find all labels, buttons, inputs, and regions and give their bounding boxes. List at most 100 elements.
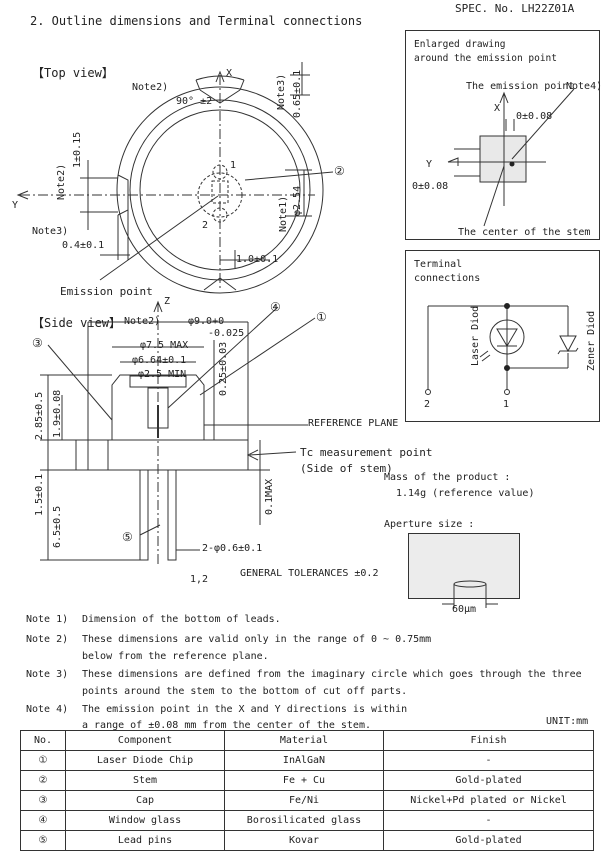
enlarged-emission-label: The emission point: [466, 81, 575, 92]
enlarged-title-2: around the emission point: [414, 53, 557, 64]
top-dim-065: 0.65±0.1: [292, 69, 303, 118]
enlarged-center-label: The center of the stem: [458, 227, 591, 238]
side-axis-z-label: Z: [164, 296, 171, 307]
side-dim-664: φ6.64±0.1: [132, 355, 187, 366]
aperture-label: Aperture size :: [384, 519, 475, 530]
lead-pin-1: [139, 469, 149, 561]
unit-label: UNIT:mm: [546, 716, 589, 727]
note-3-cont: points around the stem to the bottom of …: [82, 686, 408, 697]
top-note2-angle: Note2): [132, 82, 169, 93]
aperture-slit: [442, 580, 498, 608]
note-2-cont: below from the reference plane.: [82, 651, 269, 662]
top-axis-y-label: Y: [12, 200, 19, 211]
laser-diode-label: Laser Diod: [470, 305, 481, 366]
table-row: ④ Window glass Borosilicated glass -: [20, 810, 594, 831]
enlarged-drawing-box: Enlarged drawing around the emission poi…: [405, 30, 603, 240]
top-pin2-label: 2: [202, 220, 209, 231]
row-component: Stem: [65, 770, 225, 791]
table-row: ① Laser Diode Chip InAlGaN -: [20, 750, 594, 771]
aperture-window: [408, 533, 520, 599]
side-callout-5: ⑤: [122, 530, 133, 544]
top-note3-bottom: Note3): [32, 226, 69, 237]
aperture-dim: 60μm: [452, 604, 477, 615]
row-no: ⑤: [20, 830, 66, 851]
side-callout-4: ④: [270, 300, 281, 314]
top-note2-left: Note2): [56, 163, 67, 200]
row-material: Borosilicated glass: [224, 810, 384, 831]
top-note3-label: Note3): [276, 73, 287, 110]
row-component: Laser Diode Chip: [65, 750, 225, 771]
note-4-tag: Note 4): [26, 704, 69, 715]
row-finish: -: [383, 810, 594, 831]
top-callout-2: ②: [334, 164, 345, 178]
terminal-pin1: 1: [503, 399, 510, 410]
row-no: ④: [20, 810, 66, 831]
cap-circle: [139, 109, 301, 271]
side-callout-1: ①: [316, 310, 327, 324]
enlarged-diagram: [447, 88, 575, 227]
side-dim-15: 1.5±0.1: [34, 473, 45, 516]
side-dim-75: φ7.5 MAX: [140, 340, 189, 351]
top-angle-dim: 90° ±2: [176, 96, 213, 107]
row-material: Fe + Cu: [224, 770, 384, 791]
stem-circle: [129, 99, 311, 281]
row-finish: Gold-plated: [383, 830, 594, 851]
top-dim-254: φ2.54: [292, 185, 303, 216]
row-finish: -: [383, 750, 594, 771]
outline-drawing: [16, 62, 334, 565]
terminal-title-2: connections: [414, 273, 481, 284]
side-dim-06: 2-φ0.6±0.1: [202, 543, 263, 554]
enlarged-title-1: Enlarged drawing: [414, 39, 506, 50]
tc-point-label: Tc measurement point: [300, 446, 433, 459]
section-title: 2. Outline dimensions and Terminal conne…: [30, 14, 363, 28]
side-stem-flange: [87, 439, 249, 471]
zener-diode-label: Zener Diod: [586, 310, 597, 371]
header-material: Material: [224, 730, 384, 751]
row-material: Kovar: [224, 830, 384, 851]
table-row: ③ Cap Fe/Ni Nickel+Pd plated or Nickel: [20, 790, 594, 811]
general-tolerance: GENERAL TOLERANCES ±0.2: [240, 568, 379, 579]
enlarged-y-label: Y: [426, 159, 433, 170]
spec-number: SPEC. No. LH22Z01A: [455, 2, 575, 15]
table-header-row: No. Component Material Finish: [20, 730, 594, 751]
enlarged-note4: Note4): [566, 81, 603, 92]
top-note1: Note1): [278, 195, 289, 232]
note-3-tag: Note 3): [26, 669, 69, 680]
emission-point-label: Emission point: [60, 285, 153, 298]
enlarged-dim-y: 0±0.08: [412, 181, 449, 192]
side-note2: Note2): [124, 316, 161, 327]
side-pins-label: 1,2: [190, 574, 209, 585]
tc-point-sub: (Side of stem): [300, 462, 393, 475]
top-view-label: 【Top view】: [32, 66, 114, 80]
note-2-tag: Note 2): [26, 634, 69, 645]
side-dim-65: 6.5±0.5: [52, 505, 63, 548]
top-axis-x-label: X: [226, 68, 233, 79]
mass-value: 1.14g (reference value): [396, 488, 535, 499]
row-finish: Nickel+Pd plated or Nickel: [383, 790, 594, 811]
top-dim-10: 1.0±0.1: [236, 254, 279, 265]
enlarged-x-label: X: [494, 103, 501, 114]
note-1-text: Dimension of the bottom of leads.: [82, 614, 281, 625]
materials-table: No. Component Material Finish ① Laser Di…: [20, 730, 594, 851]
mass-label: Mass of the product :: [384, 472, 511, 483]
terminal-schematic: [425, 303, 579, 395]
row-component: Window glass: [65, 810, 225, 831]
side-dim-01max: 0.1MAX: [264, 478, 275, 515]
reference-plane-label: REFERENCE PLANE: [308, 418, 399, 429]
terminal-connections-box: Terminal connections Laser Diod Zener Di…: [405, 250, 600, 422]
side-dim-025: 0.25±0.03: [218, 341, 229, 396]
row-no: ②: [20, 770, 66, 791]
side-dim-285: 2.85±0.5: [34, 391, 45, 440]
top-pin1-label: 1: [230, 160, 237, 171]
row-component: Cap: [65, 790, 225, 811]
outer-circle: [116, 86, 324, 294]
row-no: ①: [20, 750, 66, 771]
side-view-label: 【Side view】: [32, 316, 122, 330]
note-4-text: The emission point in the X and Y direct…: [82, 704, 408, 715]
lead-pin-2: [167, 469, 177, 561]
note-4-cont: a range of ±0.08 mm from the center of t…: [82, 720, 371, 731]
side-dim-90-tol: -0.025: [208, 328, 245, 339]
side-dim-25: φ2.5 MIN: [138, 369, 187, 380]
header-no: No.: [20, 730, 66, 751]
enlarged-dim-x: 0±0.08: [516, 111, 553, 122]
